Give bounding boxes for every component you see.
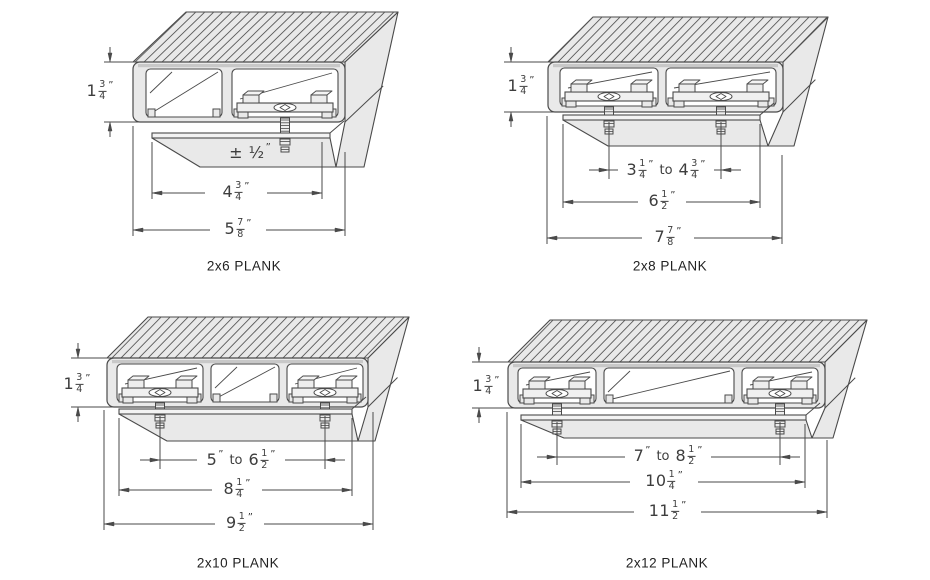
diagram-2x6 <box>104 11 399 236</box>
dimensions-2x12 <box>472 347 828 518</box>
dimensions-2x8 <box>504 47 783 244</box>
dimensions-2x10 <box>71 343 374 530</box>
hatching-2x6 <box>133 12 398 62</box>
diagram-2x8 <box>504 16 829 244</box>
diagram-2x12 <box>472 319 868 518</box>
caption-2x6-plank: 2x6 PLANK <box>206 258 282 274</box>
caption-2x10-plank: 2x10 PLANK <box>196 555 280 571</box>
caption-2x12-plank: 2x12 PLANK <box>625 555 709 571</box>
dimensions-2x6 <box>104 47 346 236</box>
caption-2x8-plank: 2x8 PLANK <box>632 258 708 274</box>
diagram-2x10 <box>71 316 410 530</box>
